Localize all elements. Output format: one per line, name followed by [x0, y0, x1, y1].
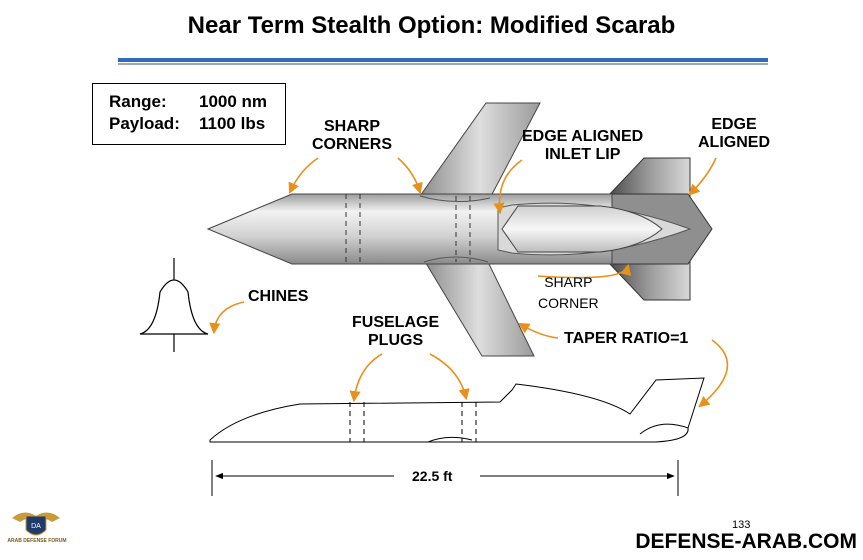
inlet-body [501, 205, 663, 253]
spec-row-payload: Payload: 1100 lbs [109, 113, 285, 135]
page-number: 133 [732, 519, 751, 531]
label-sharp-corner: SHARP CORNER [538, 274, 599, 311]
label-taper-ratio: TAPER RATIO=1 [564, 330, 689, 347]
spec-range-value: 1000 nm [199, 92, 268, 111]
title-underline-blue [118, 58, 768, 62]
watermark-text: DEFENSE-ARAB.COM [635, 530, 857, 553]
label-edge-aligned-inlet: EDGE ALIGNED INLET LIP [522, 128, 644, 163]
label-edge-aligned: EDGE ALIGNED [698, 116, 770, 151]
logo-caption: ARAB DEFENSE FORUM [7, 538, 67, 544]
label-chines: CHINES [248, 288, 309, 305]
spec-payload-key: Payload: [109, 114, 180, 133]
spec-box: Range: 1000 nm Payload: 1100 lbs [92, 83, 286, 145]
fuselage-plug-lines [345, 194, 471, 264]
chines-cross-section [139, 258, 209, 352]
svg-text:DA: DA [31, 523, 41, 530]
title-underline-gray [118, 63, 768, 65]
label-fuselage-plugs: FUSELAGE PLUGS [352, 314, 440, 349]
callout-arrows [209, 157, 729, 408]
side-profile [209, 377, 705, 443]
lower-wing [423, 259, 535, 357]
label-length: 22.5 ft [412, 468, 453, 484]
spec-range-key: Range: [109, 92, 167, 111]
spec-payload-value: 1100 lbs [199, 114, 266, 133]
label-sharp-corners: SHARP CORNERS [312, 118, 393, 153]
spec-row-range: Range: 1000 nm [109, 91, 285, 113]
arab-defense-forum-logo: DA [12, 512, 60, 536]
length-dimension [211, 460, 679, 496]
page-title: Near Term Stealth Option: Modified Scara… [187, 12, 676, 39]
